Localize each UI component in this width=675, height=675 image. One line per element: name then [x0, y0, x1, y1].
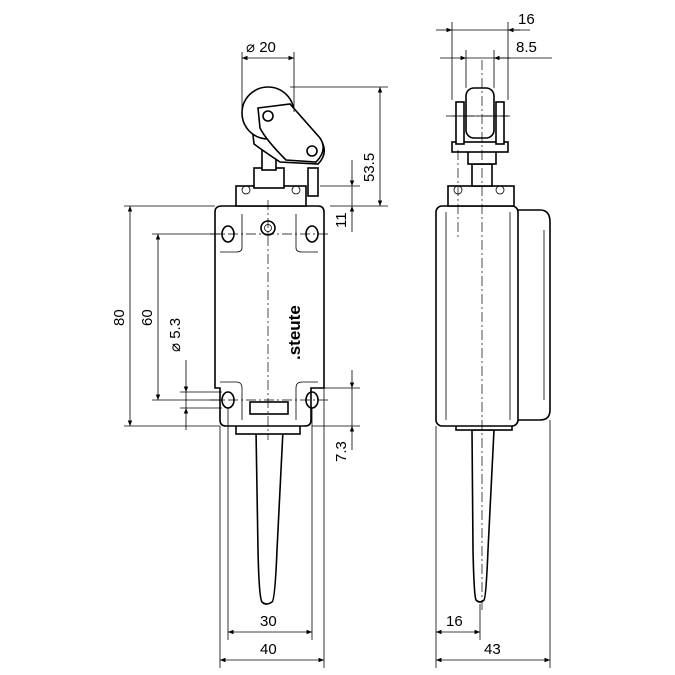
side-body [435, 205, 519, 427]
front-lever [255, 429, 284, 605]
dim-side-total-width: 16 [518, 11, 535, 28]
side-roller [465, 87, 495, 139]
front-pocket-bottom-left [220, 381, 243, 420]
dim-side-depth: 43 [484, 641, 501, 658]
side-fork-left [455, 101, 465, 145]
side-view [435, 60, 551, 610]
front-pocket-top-left [220, 214, 243, 253]
front-arm-overlay [257, 103, 324, 163]
front-pocket-top-right [295, 214, 318, 253]
front-head-screw-left [241, 185, 251, 195]
side-fork-base [451, 141, 509, 153]
dim-body-height: 80 [111, 309, 128, 326]
front-plunger-housing [253, 167, 285, 189]
side-lever [471, 429, 495, 603]
dim-actuator-height: 53.5 [361, 153, 378, 182]
front-roller-axle-pin [262, 110, 274, 122]
dimension-labels: ⌀ 20 16 8.5 53.5 11 80 60 ⌀ 5.3 7.3 30 4… [111, 11, 537, 658]
front-body [214, 205, 325, 427]
dim-hole-spacing-vertical: 60 [139, 309, 156, 326]
dim-body-width: 40 [260, 641, 277, 658]
dim-hole-diameter: ⌀ 5.3 [167, 318, 184, 352]
front-view: .steute [210, 86, 330, 605]
brand-logo: .steute [285, 305, 304, 360]
front-head-screw-right [291, 185, 301, 195]
front-head-side-block [307, 167, 319, 197]
dim-side-roller-width: 8.5 [516, 39, 537, 56]
dim-roller-diameter: ⌀ 20 [246, 39, 276, 56]
dim-bottom-offset: 7.3 [333, 441, 350, 462]
front-pivot-pin [306, 145, 318, 157]
front-head-base [235, 185, 307, 207]
side-head-screw-right [495, 185, 505, 195]
front-label-plate [249, 401, 289, 415]
side-cover [515, 209, 551, 421]
dim-side-lever-offset: 16 [446, 613, 463, 630]
dim-top-offset: 11 [333, 212, 350, 228]
dimension-lines [124, 22, 552, 668]
side-fork-right [495, 101, 505, 145]
front-pocket-bottom-right [295, 381, 318, 420]
dim-hole-spacing-horizontal: 30 [260, 613, 277, 630]
